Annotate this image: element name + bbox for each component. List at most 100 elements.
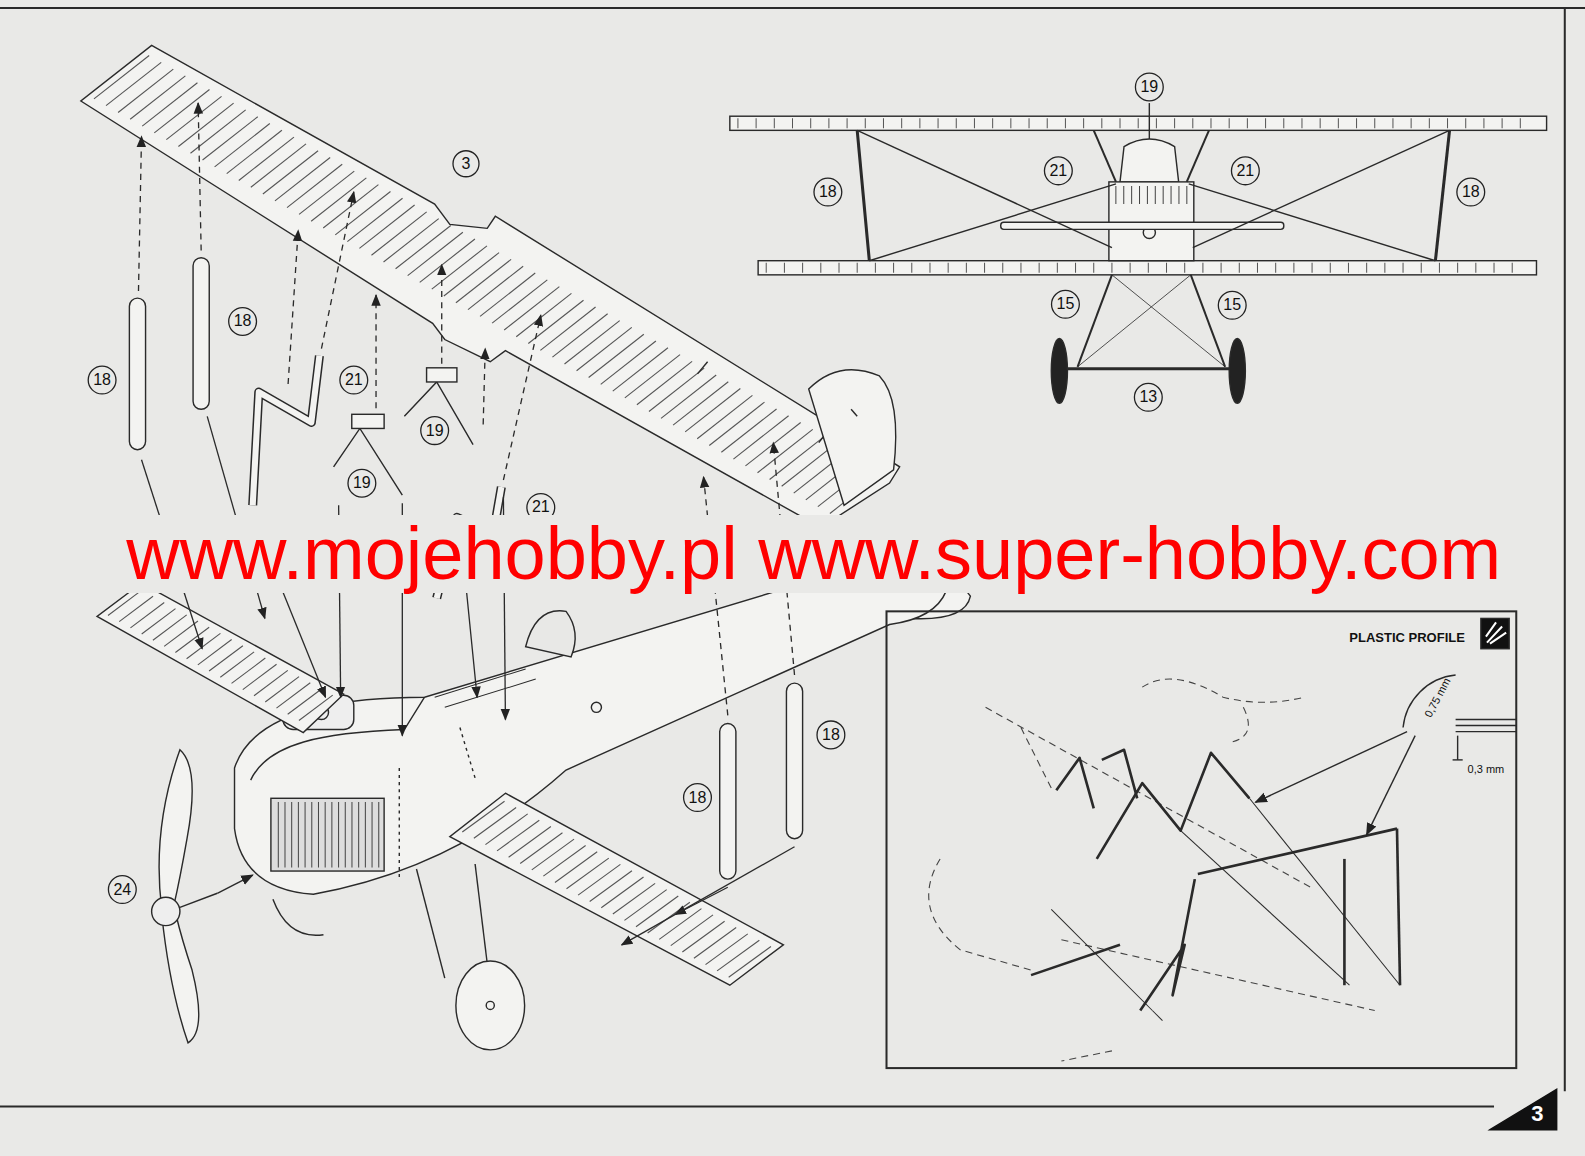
illustration-line xyxy=(1210,118,1211,128)
illustration-line xyxy=(278,802,378,867)
illustration-line xyxy=(875,263,876,273)
illustration-line xyxy=(1059,367,1237,370)
illustration-line xyxy=(1494,263,1495,273)
callout-ring xyxy=(348,469,376,497)
illustration-line xyxy=(375,295,376,408)
illustration-line xyxy=(1031,945,1120,975)
illustration-line xyxy=(1057,263,1058,273)
illustration-line xyxy=(1475,263,1476,273)
illustration-line xyxy=(1097,753,1250,859)
illustration-line xyxy=(503,315,540,480)
callout-number-holder: 18 xyxy=(822,727,840,743)
illustration-line xyxy=(352,414,384,428)
illustration-line xyxy=(94,56,149,99)
illustration-line xyxy=(847,118,848,128)
watermark-holder: www.mojehobby.pl www.super-hobby.com xyxy=(122,515,1505,593)
illustration-line xyxy=(1147,186,1148,204)
illustration-line xyxy=(1447,118,1448,128)
illustration-line xyxy=(1051,909,1152,1010)
illustration-line xyxy=(142,609,176,634)
illustration-line xyxy=(509,827,551,858)
illustration-line xyxy=(555,852,597,883)
illustration-line xyxy=(1255,732,1407,803)
illustration-line xyxy=(857,130,1112,247)
illustration-line xyxy=(624,890,666,921)
page-number: 3 xyxy=(1531,1103,1543,1125)
illustration-line xyxy=(552,314,607,357)
illustration-line xyxy=(1202,263,1203,273)
illustration-line xyxy=(729,947,771,978)
illustration-line xyxy=(347,198,402,241)
illustration-line xyxy=(1502,118,1503,128)
illustration-line xyxy=(130,602,164,627)
callout-ring xyxy=(108,876,136,904)
illustration-line xyxy=(1490,1089,1557,1129)
note-heading: PLASTIC PROFILE xyxy=(1349,631,1465,644)
illustration-line xyxy=(948,263,949,273)
illustration-line xyxy=(0,7,1585,9)
illustration-line xyxy=(325,802,326,867)
callout-number-holder: 19 xyxy=(426,423,444,439)
illustration-line xyxy=(1029,118,1030,128)
illustration-line xyxy=(399,768,400,879)
illustration-line xyxy=(1384,263,1385,273)
illustration-line xyxy=(528,300,583,343)
illustration-line xyxy=(1061,1051,1112,1061)
illustration-line xyxy=(893,263,894,273)
illustration-line xyxy=(758,429,813,472)
illustration-line xyxy=(483,349,485,425)
callout-number-holder: 15 xyxy=(1223,297,1241,313)
illustration-line xyxy=(1465,118,1466,128)
illustration-line xyxy=(1229,339,1245,404)
illustration-line xyxy=(685,389,740,432)
illustration-line xyxy=(311,802,312,867)
illustration-line xyxy=(1338,118,1339,128)
illustration-line xyxy=(129,298,145,450)
illustration-line xyxy=(820,263,821,273)
illustration-line xyxy=(480,273,535,316)
callout-ring xyxy=(1218,291,1246,319)
callout-number-holder: 24 xyxy=(113,882,131,898)
illustration-line xyxy=(721,409,776,452)
illustration-line xyxy=(119,596,153,621)
illustration-line xyxy=(1131,186,1132,204)
illustration-line xyxy=(1520,118,1521,128)
illustration-line xyxy=(1051,339,1067,404)
illustration-line xyxy=(1481,618,1509,648)
watermark: www.mojehobby.pl www.super-hobby.com xyxy=(122,515,1505,593)
illustration-line xyxy=(1397,829,1400,986)
callout-number: 13 xyxy=(1139,389,1157,405)
callout-number-holder: 18 xyxy=(93,372,111,388)
illustration-line xyxy=(526,611,576,657)
illustration-line xyxy=(351,802,352,867)
callout-number: 21 xyxy=(1049,163,1067,179)
illustration-line xyxy=(263,151,318,194)
illustration-line xyxy=(217,875,252,893)
illustration-line xyxy=(118,69,173,112)
illustration-line xyxy=(717,940,759,971)
illustration-line xyxy=(865,118,866,128)
illustration-line xyxy=(138,103,794,715)
illustration-line xyxy=(180,893,217,907)
illustration-line xyxy=(396,225,451,268)
callout-number-holder: 19 xyxy=(353,475,371,491)
illustration-line xyxy=(1148,263,1149,273)
illustration-line xyxy=(901,118,902,128)
callout-number-holder: 3 xyxy=(462,156,471,172)
illustration-line xyxy=(1155,186,1156,204)
illustration-line xyxy=(358,802,359,867)
illustration-line xyxy=(1142,679,1304,702)
illustration-line xyxy=(1184,263,1185,273)
illustration-line xyxy=(1140,879,1195,1010)
illustration-line xyxy=(1403,675,1456,728)
illustration-line xyxy=(992,118,993,128)
illustration-line xyxy=(345,802,346,867)
callout-number: 15 xyxy=(1057,296,1075,312)
illustration-line xyxy=(671,915,713,946)
illustration-line xyxy=(756,118,757,128)
illustration-line xyxy=(567,858,609,889)
illustration-line xyxy=(1343,859,1346,985)
illustration-line xyxy=(215,124,270,167)
illustration-line xyxy=(1265,118,1266,128)
